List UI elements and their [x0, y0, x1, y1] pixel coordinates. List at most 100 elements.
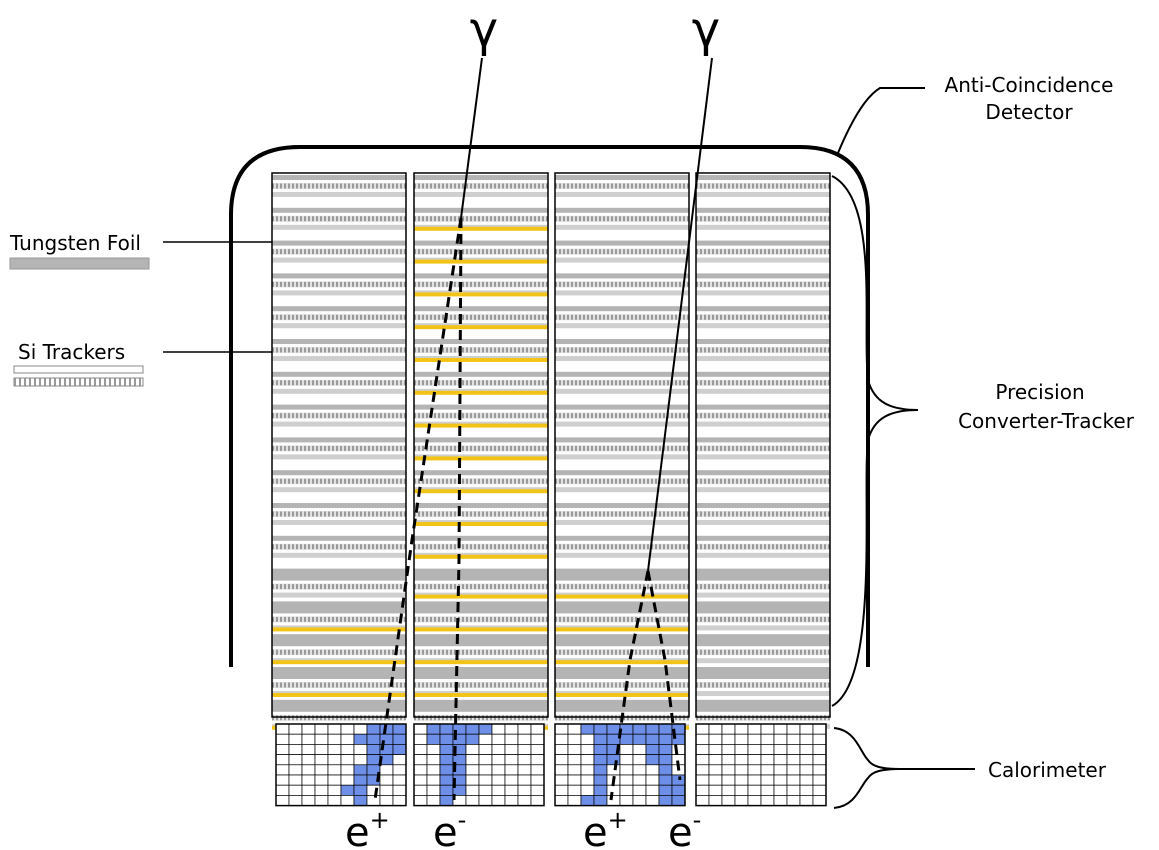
si-tracker-layer — [272, 215, 406, 222]
calorimeter-hit-cell — [392, 733, 407, 745]
calorimeter-modules — [275, 723, 827, 807]
calorimeter-cell — [314, 733, 329, 745]
calorimeter-cell — [288, 774, 303, 786]
si-tracker-layer — [555, 616, 689, 623]
calorimeter-cell — [580, 744, 595, 755]
calorimeter-cell — [491, 784, 506, 796]
calorimeter-cell — [671, 744, 686, 755]
tungsten-foil-layer — [696, 207, 830, 213]
si-tracker-layer — [555, 454, 689, 460]
tungsten-foil-layer — [555, 470, 689, 476]
si-tracker-layer — [555, 412, 689, 419]
si-tracker-layer — [555, 323, 689, 329]
calorimeter-cell — [314, 774, 329, 786]
tungsten-foil-layer — [272, 699, 406, 712]
tungsten-foil-layer — [696, 273, 830, 279]
calorimeter-cell — [504, 774, 519, 786]
calorimeter-hit-cell — [671, 774, 686, 786]
calorimeter-cell — [645, 795, 660, 806]
hit-strip — [555, 594, 689, 599]
tungsten-foil-layer — [696, 404, 830, 410]
calorimeter-hit-cell — [606, 733, 621, 745]
si-tracker-layer — [696, 257, 830, 263]
calorimeter-hit-cell — [658, 774, 673, 786]
hit-strip — [555, 693, 689, 697]
calorimeter-cell — [554, 754, 569, 766]
si-tracker-layer — [696, 454, 830, 460]
calorimeter-cell — [301, 774, 316, 786]
calorimeter-hit-cell — [658, 723, 673, 735]
calorimeter-cell — [340, 774, 355, 786]
calorimeter-hit-cell — [658, 784, 673, 796]
si-tracker-layer — [555, 649, 689, 656]
tungsten-foil-layer — [555, 175, 689, 180]
calorimeter-cell — [721, 754, 736, 766]
calorimeter-cell — [554, 733, 569, 745]
calorimeter-cell — [340, 764, 355, 776]
si-tracker-layer — [696, 543, 830, 550]
si-tracker-layer — [555, 257, 689, 263]
calorimeter-cell — [695, 733, 710, 745]
tungsten-foil-layer — [555, 568, 689, 581]
si-tracker-layer — [272, 290, 406, 296]
calorimeter-hit-cell — [353, 784, 368, 796]
calorimeter-cell — [491, 795, 506, 806]
tungsten-foil-layer — [414, 339, 548, 344]
si-tracker-layer — [414, 314, 548, 321]
calorimeter-cell — [426, 795, 441, 806]
electron-label-1: e- — [433, 806, 466, 850]
calorimeter-cell — [708, 784, 723, 796]
calorimeter-cell — [799, 795, 814, 806]
si-tracker-layer — [555, 388, 689, 394]
calorimeter-cell — [799, 723, 814, 735]
calorimeter-hit-cell — [593, 784, 608, 796]
calorimeter-cell — [747, 723, 762, 735]
calorimeter-cell — [812, 795, 827, 806]
tungsten-foil-layer — [414, 699, 548, 712]
calorimeter-cell — [275, 744, 290, 755]
si-tracker-layer — [414, 649, 548, 656]
si-tracker-layer — [272, 520, 406, 525]
si-tracker-layer — [555, 478, 689, 485]
calorimeter-cell — [708, 754, 723, 766]
calorimeter-cell — [619, 744, 634, 755]
si-tracker-layer — [414, 616, 548, 623]
calorimeter-hit-cell — [645, 744, 660, 755]
tracker-tower-1 — [271, 172, 407, 730]
calorimeter-hit-cell — [439, 744, 454, 755]
si-tracker-layer — [555, 543, 689, 550]
photon-track-2 — [647, 57, 713, 572]
calorimeter-cell — [747, 744, 762, 755]
si-tracker-layer — [272, 421, 406, 427]
calorimeter-hit-cell — [632, 733, 647, 745]
calorimeter-cell — [567, 795, 582, 806]
hit-strip — [414, 325, 548, 330]
si-tracker-layer — [272, 379, 406, 386]
si-tracker-layer — [555, 356, 689, 361]
calorimeter-frame — [413, 723, 545, 807]
si-tracker-layer — [272, 323, 406, 329]
tungsten-foil-layer — [555, 503, 689, 508]
calorimeter-cell — [478, 774, 493, 786]
calorimeter-frame — [275, 723, 407, 807]
calorimeter-hit-cell — [353, 795, 368, 806]
calorimeter-hit-cell — [366, 723, 381, 735]
si-tracker-layer — [272, 347, 406, 353]
si-tracker-layer — [555, 224, 689, 230]
tungsten-foil-layer — [414, 601, 548, 614]
si-tracker-layer — [696, 445, 830, 452]
si-tracker-layer — [414, 543, 548, 550]
tungsten-foil-layer — [414, 306, 548, 312]
calorimeter-cell — [567, 744, 582, 755]
si-tracker-layer — [696, 682, 830, 688]
calorimeter-cell — [619, 774, 634, 786]
calorimeter-cell — [478, 733, 493, 745]
calorimeter-cell — [812, 774, 827, 786]
calorimeter-cell — [491, 774, 506, 786]
si-tracker-layer — [272, 714, 406, 721]
calorimeter-cell — [708, 764, 723, 776]
calorimeter-cell — [747, 784, 762, 796]
tungsten-foil-layer — [414, 240, 548, 246]
si-tracker-layer — [555, 248, 689, 255]
calorimeter-hit-cell — [658, 733, 673, 745]
